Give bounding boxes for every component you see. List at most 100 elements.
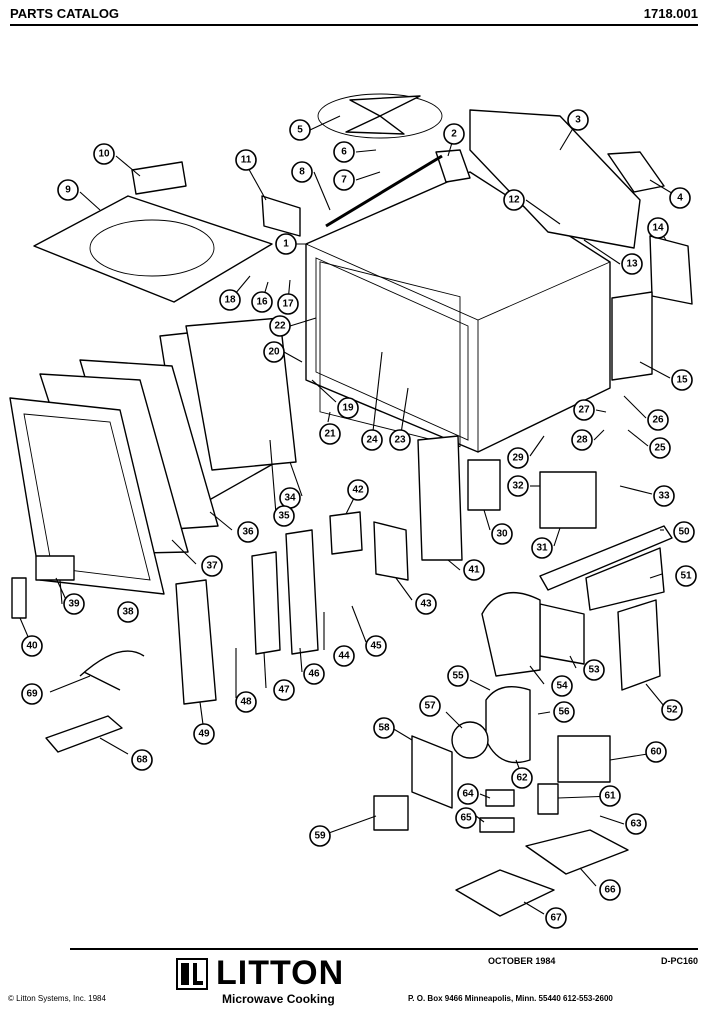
svg-text:67: 67 (550, 913, 562, 924)
svg-text:60: 60 (650, 747, 662, 758)
callout-10: 10 (93, 143, 115, 165)
svg-text:25: 25 (654, 443, 666, 454)
svg-text:20: 20 (268, 347, 280, 358)
part-55 (485, 686, 531, 764)
svg-text:36: 36 (242, 527, 254, 538)
svg-text:52: 52 (666, 705, 678, 716)
svg-text:47: 47 (278, 685, 290, 696)
callout-23: 23 (389, 429, 411, 451)
callout-30: 30 (491, 523, 513, 545)
callout-63: 63 (625, 813, 647, 835)
svg-text:33: 33 (658, 491, 670, 502)
callout-43: 43 (415, 593, 437, 615)
callout-39: 39 (63, 593, 85, 615)
catalog-number: 1718.001 (643, 6, 698, 21)
svg-text:62: 62 (516, 773, 528, 784)
callout-37: 37 (201, 555, 223, 577)
part-magnetron (539, 471, 597, 529)
callout-3: 3 (567, 109, 589, 131)
callout-68: 68 (131, 749, 153, 771)
callout-42: 42 (347, 479, 369, 501)
callout-35: 35 (273, 505, 295, 527)
callout-18: 18 (219, 289, 241, 311)
svg-text:23: 23 (394, 435, 406, 446)
svg-text:59: 59 (314, 831, 326, 842)
callout-26: 26 (647, 409, 669, 431)
part-tray (33, 195, 273, 303)
catalog-title: PARTS CATALOG (10, 6, 120, 21)
part-50 (539, 525, 673, 591)
svg-text:43: 43 (420, 599, 432, 610)
callout-50: 50 (673, 521, 695, 543)
callout-2: 2 (443, 123, 465, 145)
svg-text:51: 51 (680, 571, 692, 582)
svg-text:55: 55 (452, 671, 464, 682)
callout-17: 17 (277, 293, 299, 315)
svg-text:10: 10 (98, 149, 110, 160)
callouts: 1 2 3 4 5 6 7 8 9 10 11 14 12 13 15 16 1… (21, 109, 697, 929)
part-cabinet (305, 171, 611, 453)
svg-text:54: 54 (556, 681, 568, 692)
part-43 (373, 521, 409, 581)
part-57 (451, 721, 489, 759)
svg-text:29: 29 (512, 453, 524, 464)
svg-text:49: 49 (198, 729, 210, 740)
part-39 (35, 555, 75, 581)
callout-60: 60 (645, 741, 667, 763)
svg-text:7: 7 (341, 175, 347, 186)
svg-text:15: 15 (676, 375, 688, 386)
brand-name: LITTON (216, 954, 345, 992)
callout-27: 27 (573, 399, 595, 421)
svg-text:35: 35 (278, 511, 290, 522)
callout-9: 9 (57, 179, 79, 201)
callout-24: 24 (361, 429, 383, 451)
callout-69: 69 (21, 683, 43, 705)
callout-58: 58 (373, 717, 395, 739)
callout-6: 6 (333, 141, 355, 163)
part-68 (45, 715, 123, 753)
svg-text:17: 17 (282, 299, 294, 310)
callout-66: 66 (599, 879, 621, 901)
part-59 (373, 795, 409, 831)
address: P. O. Box 9466 Minneapolis, Minn. 55440 … (408, 994, 613, 1003)
parts-drawing (9, 93, 693, 917)
svg-text:30: 30 (496, 529, 508, 540)
svg-text:42: 42 (352, 485, 364, 496)
svg-text:32: 32 (512, 481, 524, 492)
svg-text:37: 37 (206, 561, 218, 572)
svg-text:53: 53 (588, 665, 600, 676)
callout-64: 64 (457, 783, 479, 805)
part-58 (411, 735, 453, 809)
callout-33: 33 (653, 485, 675, 507)
callout-12: 12 (503, 189, 525, 211)
document-number: D-PC160 (660, 956, 698, 966)
callout-4: 4 (669, 187, 691, 209)
callout-22: 22 (269, 315, 291, 337)
part-49 (175, 579, 217, 705)
svg-text:4: 4 (677, 193, 683, 204)
part-67 (455, 869, 555, 917)
callout-28: 28 (571, 429, 593, 451)
callout-21: 21 (319, 423, 341, 445)
svg-text:65: 65 (460, 813, 472, 824)
svg-text:38: 38 (122, 607, 134, 618)
callout-8: 8 (291, 161, 313, 183)
svg-text:48: 48 (240, 697, 252, 708)
svg-text:68: 68 (136, 755, 148, 766)
part-41 (417, 435, 463, 561)
part-2 (435, 149, 471, 183)
part-14 (649, 235, 693, 305)
svg-text:66: 66 (604, 885, 616, 896)
footer-rule (70, 948, 698, 950)
brand-subtitle: Microwave Cooking (222, 992, 335, 1006)
svg-text:44: 44 (338, 651, 350, 662)
svg-text:21: 21 (324, 429, 336, 440)
callout-44: 44 (333, 645, 355, 667)
callout-25: 25 (649, 437, 671, 459)
copyright: © Litton Systems, Inc. 1984 (8, 994, 106, 1003)
header-rule (10, 24, 698, 26)
callout-55: 55 (447, 665, 469, 687)
part-3 (469, 109, 641, 249)
callout-67: 67 (545, 907, 567, 929)
callout-47: 47 (273, 679, 295, 701)
